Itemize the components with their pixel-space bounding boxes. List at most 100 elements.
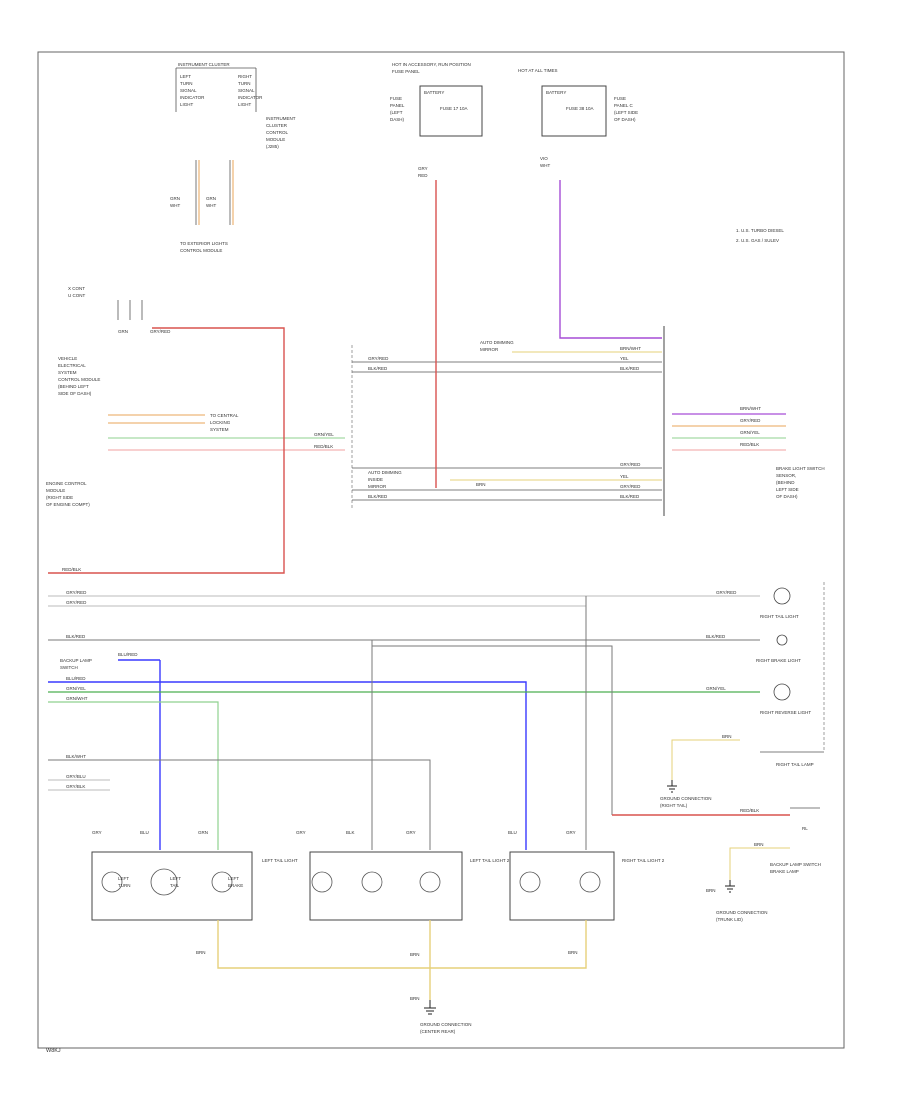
svg-text:RED: RED — [418, 173, 428, 178]
right-tail-label: RIGHT TAIL LIGHT — [760, 614, 799, 619]
svg-text:BLK: BLK — [346, 830, 355, 835]
svg-text:WHT: WHT — [206, 203, 216, 208]
wire-red-left — [48, 327, 285, 574]
legend-item-2: 2. U.S. GAS / SULEV — [736, 238, 779, 243]
central-connector-box: AUTO DIMMING MIRROR GRY/RED BLK/RED BRN/… — [351, 326, 665, 516]
svg-text:(LEFT: (LEFT — [390, 110, 403, 115]
left-tail-label-1: LEFT TAIL LIGHT — [262, 858, 298, 863]
svg-text:BLK/RED: BLK/RED — [66, 634, 86, 639]
svg-text:SIDE OF DASH): SIDE OF DASH) — [58, 391, 92, 396]
control-unit-right-label: BRAKE LIGHT SWITCH — [776, 466, 825, 471]
svg-text:BACKUP LAMP: BACKUP LAMP — [60, 658, 92, 663]
svg-text:ENGINE CONTROL: ENGINE CONTROL — [46, 481, 87, 486]
svg-text:LEFT: LEFT — [170, 876, 181, 881]
left-tail-label-2: LEFT TAIL LIGHT 2 — [470, 858, 510, 863]
ground-icon — [667, 780, 677, 793]
svg-text:INDICATOR: INDICATOR — [238, 95, 263, 100]
svg-text:GRY/RED: GRY/RED — [620, 484, 641, 489]
svg-text:(LEFT SIDE: (LEFT SIDE — [614, 110, 638, 115]
svg-text:LIGHT: LIGHT — [180, 102, 194, 107]
svg-text:GRY: GRY — [406, 830, 416, 835]
svg-text:BRN: BRN — [410, 952, 420, 957]
svg-text:BRN: BRN — [568, 950, 578, 955]
svg-text:TAIL: TAIL — [170, 883, 180, 888]
svg-text:BRAKE: BRAKE — [228, 883, 243, 888]
svg-text:(BEHIND LEFT: (BEHIND LEFT — [58, 384, 89, 389]
svg-text:FUSE PANEL: FUSE PANEL — [392, 69, 420, 74]
svg-text:GRY: GRY — [566, 830, 576, 835]
svg-text:BRN: BRN — [410, 996, 420, 1001]
brake-light-switch-area: BRN/WHT GRY/RED GRN/YEL RED/BLK BRAKE LI… — [672, 406, 825, 499]
svg-text:GRY: GRY — [296, 830, 306, 835]
svg-text:PANEL: PANEL — [390, 103, 405, 108]
svg-text:YEL: YEL — [620, 474, 629, 479]
svg-text:GRN/WHT: GRN/WHT — [66, 696, 88, 701]
svg-text:FUSE: FUSE — [614, 96, 626, 101]
right-brake-label: RIGHT BRAKE LIGHT — [756, 658, 801, 663]
svg-text:BATTERY: BATTERY — [424, 90, 444, 95]
svg-text:BRN: BRN — [754, 842, 764, 847]
svg-text:RIGHT: RIGHT — [238, 74, 252, 79]
svg-text:GRY/RED: GRY/RED — [368, 356, 389, 361]
svg-text:BLK/RED: BLK/RED — [368, 494, 388, 499]
svg-text:GRY: GRY — [92, 830, 102, 835]
svg-text:SYSTEM: SYSTEM — [210, 427, 229, 432]
svg-text:GRN: GRN — [206, 196, 216, 201]
svg-text:U CONT: U CONT — [68, 293, 85, 298]
fuse-block-2: HOT AT ALL TIMES BATTERY FUSE 38 10A FUS… — [518, 68, 638, 168]
ground-bus: BRN BRN BRN BRN GROUND CONNECTION (CENTE… — [196, 920, 587, 1034]
hot-fuse-1-label: HOT IN ACCESSORY, RUN POSITION — [392, 62, 471, 67]
svg-text:GRY/RED: GRY/RED — [620, 462, 641, 467]
svg-text:BRN: BRN — [476, 482, 486, 487]
rear-lights-wiring: GRY/RED GRY/RED GRY/RED BLK/RED BLK/RED … — [48, 590, 790, 850]
svg-text:LEFT: LEFT — [180, 74, 191, 79]
svg-text:CLUSTER: CLUSTER — [266, 123, 288, 128]
svg-text:(J285): (J285) — [266, 144, 279, 149]
svg-text:INDICATOR: INDICATOR — [180, 95, 205, 100]
svg-text:MIRROR: MIRROR — [480, 347, 499, 352]
svg-text:BLK/RED: BLK/RED — [620, 366, 640, 371]
svg-text:LEFT SIDE: LEFT SIDE — [776, 487, 799, 492]
svg-text:RED/BLK: RED/BLK — [314, 444, 333, 449]
svg-text:BRN: BRN — [722, 734, 732, 739]
svg-text:BLK/WHT: BLK/WHT — [66, 754, 86, 759]
right-lamps: RIGHT TAIL LIGHT RIGHT BRAKE LIGHT RIGHT… — [660, 582, 825, 808]
backup-switch: RL BRN BACKUP LAMP SWITCH BRAKE LAMP BRN… — [706, 807, 821, 922]
fuse-1-label: FUSE 17 10A — [440, 106, 468, 111]
svg-text:SIGNAL: SIGNAL — [238, 88, 255, 93]
left-tail-cluster: LEFT TAIL LIGHT LEFT TURN LEFT TAIL LEFT… — [91, 830, 298, 921]
svg-text:FUSE: FUSE — [390, 96, 402, 101]
svg-text:SIGNAL: SIGNAL — [180, 88, 197, 93]
svg-text:BRN/WHT: BRN/WHT — [620, 346, 641, 351]
svg-text:VEHICLE: VEHICLE — [58, 356, 77, 361]
instrument-cluster: INSTRUMENT CLUSTER LEFT TURN SIGNAL INDI… — [170, 62, 296, 253]
svg-text:WHT: WHT — [170, 203, 180, 208]
svg-text:MODULE: MODULE — [46, 488, 65, 493]
wire-violet-fuse2 — [559, 180, 662, 339]
svg-text:SENSOR,: SENSOR, — [776, 473, 796, 478]
svg-text:(CENTER REAR): (CENTER REAR) — [420, 1029, 456, 1034]
legend-item-1: 1. U.S. TURBO DIESEL — [736, 228, 784, 233]
ground-label-2: GROUND CONNECTION — [716, 910, 768, 915]
svg-text:BRAKE LAMP: BRAKE LAMP — [770, 869, 799, 874]
svg-text:DASH): DASH) — [390, 117, 405, 122]
svg-text:GRY/RED: GRY/RED — [66, 600, 87, 605]
svg-text:RED/BLK: RED/BLK — [740, 442, 759, 447]
fuse-block-1: HOT IN ACCESSORY, RUN POSITION FUSE PANE… — [390, 62, 483, 178]
control-module-left: X CONT U CONT VEHICLE ELECTRICAL SYSTEM … — [46, 286, 345, 507]
ground-label-3: GROUND CONNECTION — [420, 1022, 472, 1027]
right-tail-lamp-label: RIGHT TAIL LAMP — [776, 762, 814, 767]
svg-text:LIGHT: LIGHT — [238, 102, 252, 107]
svg-text:PANEL C: PANEL C — [614, 103, 634, 108]
svg-text:CONTROL MODULE: CONTROL MODULE — [58, 377, 100, 382]
ground-icon — [725, 880, 735, 893]
svg-text:GRY/RED: GRY/RED — [740, 418, 761, 423]
wire-brn-label: BRN — [196, 950, 206, 955]
svg-text:BLU/RED: BLU/RED — [66, 676, 86, 681]
svg-text:CONTROL MODULE: CONTROL MODULE — [180, 248, 222, 253]
wire-gry-red-label: GRY/RED — [66, 590, 87, 595]
svg-text:TURN: TURN — [118, 883, 131, 888]
svg-text:LEFT: LEFT — [228, 876, 239, 881]
svg-text:AUTO DIMMING: AUTO DIMMING — [368, 470, 402, 475]
svg-text:GRN/YEL: GRN/YEL — [314, 432, 334, 437]
